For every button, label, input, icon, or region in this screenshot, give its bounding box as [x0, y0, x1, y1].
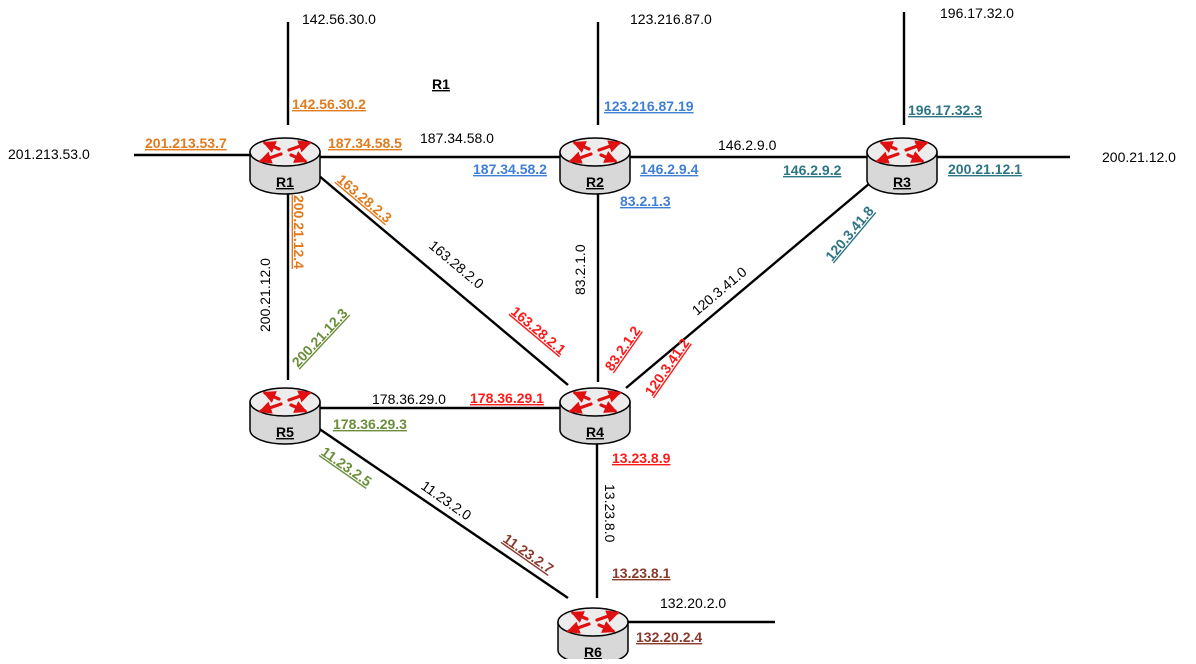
net-label-83: 83.2.1.0	[572, 244, 588, 295]
router-arrow	[879, 141, 898, 153]
router-arrow	[904, 140, 929, 153]
router-label-r1: R1	[276, 174, 294, 190]
link-r5-r6	[317, 427, 569, 599]
router-arrow	[570, 611, 589, 623]
router-arrow	[595, 610, 620, 623]
if-r2-187: 187.34.58.2	[473, 161, 547, 177]
if-r1-200: 200.21.12.4	[291, 195, 307, 269]
net-label-196: 196.17.32.0	[940, 5, 1014, 21]
if-r5-178: 178.36.29.3	[333, 416, 407, 432]
router-arrow	[262, 391, 281, 403]
router-arrow	[287, 390, 312, 403]
router-arrow	[568, 151, 593, 164]
links	[134, 12, 1070, 624]
router-label-r3: R3	[893, 174, 911, 190]
if-r4-13: 13.23.8.9	[612, 450, 671, 466]
if-r5-11: 11.23.2.5	[318, 443, 375, 489]
router-arrow	[289, 151, 308, 163]
router-arrow	[572, 391, 591, 403]
diagram-title: R1	[432, 76, 450, 92]
router-arrow	[572, 141, 591, 153]
link-r3-r4	[625, 177, 877, 389]
router-r3: R3	[866, 137, 938, 195]
net-label-178: 178.36.29.0	[372, 391, 446, 407]
router-r5: R5	[249, 387, 321, 445]
router-arrow	[597, 390, 622, 403]
r1-interfaces: 142.56.30.2 201.213.53.7 187.34.58.5 163…	[145, 96, 402, 269]
net-label-132: 132.20.2.0	[660, 595, 726, 611]
net-label-200-r1: 200.21.12.0	[257, 258, 273, 332]
router-arrows-icon	[568, 390, 622, 414]
if-r1-187: 187.34.58.5	[328, 135, 402, 151]
if-r2-123: 123.216.87.19	[604, 98, 694, 114]
net-label-200-r3: 200.21.12.0	[1102, 149, 1176, 165]
link-r1-r4	[317, 174, 569, 386]
if-r3-120: 120.3.41.8	[822, 203, 877, 264]
net-label-142: 142.56.30.0	[302, 11, 376, 27]
router-r1: R1	[249, 137, 321, 195]
if-r4-178: 178.36.29.1	[470, 390, 544, 406]
router-arrows-icon	[258, 390, 312, 414]
network-labels: 142.56.30.0 123.216.87.0 196.17.32.0 201…	[8, 5, 1176, 611]
if-r4-83: 83.2.1.2	[601, 323, 643, 374]
router-arrows-icon	[258, 140, 312, 164]
router-label-r4: R4	[586, 424, 604, 440]
net-label-163: 163.28.2.0	[426, 237, 487, 292]
router-arrow	[597, 621, 616, 633]
router-arrow	[568, 401, 593, 414]
router-arrow	[258, 151, 283, 164]
router-arrow	[599, 401, 618, 413]
net-label-13: 13.23.8.0	[602, 484, 618, 543]
router-arrow	[289, 401, 308, 413]
router-arrow	[597, 140, 622, 153]
net-label-146: 146.2.9.0	[718, 137, 777, 153]
net-label-201: 201.213.53.0	[8, 146, 90, 162]
router-arrows-icon	[875, 140, 929, 164]
router-arrow	[262, 141, 281, 153]
if-r1-163: 163.28.2.3	[334, 171, 395, 226]
router-label-r6: R6	[584, 644, 602, 659]
if-r1-142: 142.56.30.2	[292, 96, 366, 112]
router-label-r5: R5	[276, 424, 294, 440]
if-r4-163: 163.28.2.1	[508, 303, 569, 358]
router-r4: R4	[559, 387, 631, 445]
router-r6: R6	[557, 607, 629, 664]
router-label-r2: R2	[586, 174, 604, 190]
if-r2-146: 146.2.9.4	[640, 161, 699, 177]
net-label-123: 123.216.87.0	[630, 11, 712, 27]
router-arrows-icon	[568, 140, 622, 164]
router-arrow	[287, 140, 312, 153]
r2-interfaces: 123.216.87.19 187.34.58.2 146.2.9.4 83.2…	[473, 98, 699, 209]
router-arrow	[875, 151, 900, 164]
if-r3-196: 196.17.32.3	[908, 102, 982, 118]
router-arrow	[258, 401, 283, 414]
if-r5-200: 200.21.12.3	[288, 305, 350, 370]
router-r2: R2	[559, 137, 631, 195]
if-r6-11: 11.23.2.7	[500, 530, 557, 576]
if-r3-146: 146.2.9.2	[783, 162, 842, 178]
if-r3-200: 200.21.12.1	[948, 161, 1022, 177]
router-arrow	[566, 621, 591, 634]
if-r1-201: 201.213.53.7	[145, 135, 227, 151]
router-arrow	[599, 151, 618, 163]
router-arrows-icon	[566, 610, 620, 634]
router-arrow	[906, 151, 925, 163]
if-r6-132: 132.20.2.4	[636, 629, 702, 645]
if-r6-13: 13.23.8.1	[612, 565, 671, 581]
if-r4-120: 120.3.41.2	[641, 335, 692, 399]
if-r2-83: 83.2.1.3	[620, 193, 671, 209]
net-label-187: 187.34.58.0	[420, 130, 494, 146]
